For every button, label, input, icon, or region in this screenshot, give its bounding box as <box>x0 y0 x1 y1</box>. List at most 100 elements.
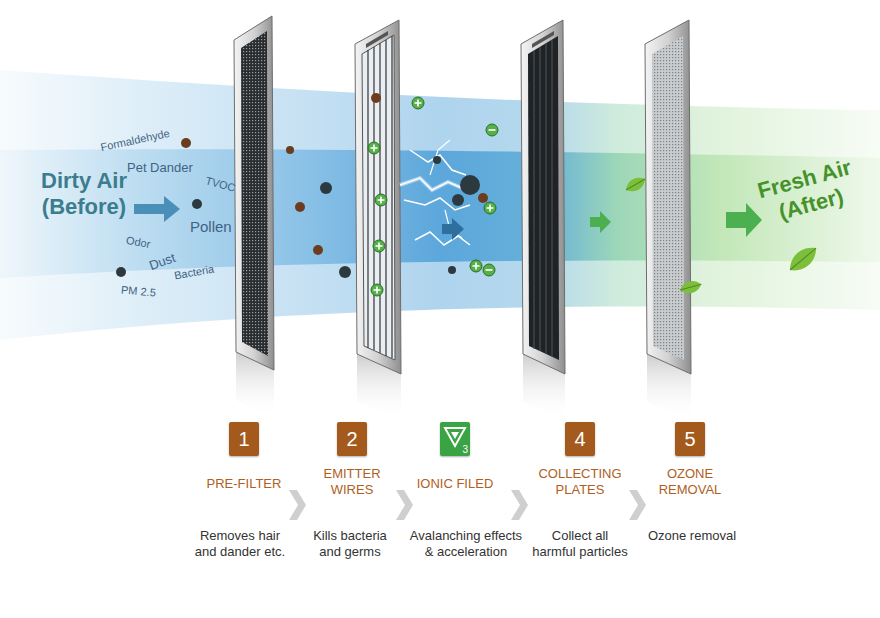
ion-sign <box>486 269 493 271</box>
pollutant-particle <box>295 202 305 212</box>
ion-sign <box>487 205 494 212</box>
pollutant-particle <box>460 175 480 195</box>
icon-triangle <box>445 428 465 446</box>
ion <box>470 260 482 272</box>
step-number: 2 <box>346 422 357 456</box>
spark <box>410 150 466 175</box>
step-chevron <box>289 490 306 520</box>
leaf <box>678 279 702 296</box>
leaf <box>623 174 648 195</box>
step-chevron <box>629 490 646 520</box>
pollutant-label: Pet Dander <box>127 160 193 176</box>
step-badge: 3 <box>440 422 470 456</box>
pollutant-particle <box>116 267 126 277</box>
collector-plates <box>528 36 559 360</box>
emitter-frame <box>355 20 401 374</box>
ion <box>483 264 495 276</box>
step-chevron <box>396 490 413 520</box>
ion <box>486 124 498 136</box>
ozone-filter-frame <box>645 20 691 374</box>
step-badge: 5 <box>675 422 705 456</box>
step-number-small: 3 <box>462 444 468 455</box>
step-badge: 1 <box>229 422 259 456</box>
ion <box>368 142 380 154</box>
pollutant-particle <box>192 199 202 209</box>
air-flow-core <box>0 149 880 278</box>
pollutant-particle <box>448 266 456 274</box>
flow-arrow <box>590 211 611 233</box>
step-title: IONIC FILED <box>400 476 510 492</box>
flow-arrow <box>726 203 762 237</box>
pollutant-particle <box>286 146 294 154</box>
emitter-wire <box>367 50 368 348</box>
pollutant-particle <box>452 194 464 206</box>
leaf-blade <box>623 174 648 195</box>
emitter-wire <box>391 36 392 358</box>
flow-arrow <box>442 218 464 240</box>
pollutant-label: Bacteria <box>173 263 215 283</box>
air-flow-band <box>0 70 880 340</box>
pollutant-label: Dust <box>147 250 177 274</box>
ion-sign <box>489 129 496 131</box>
panel-handle <box>366 31 388 48</box>
pre-filter-mesh <box>241 31 268 356</box>
ion <box>371 284 383 296</box>
ion <box>375 194 387 206</box>
pollutant-particle <box>371 93 381 103</box>
step-description: Kills bacteria and germs <box>305 528 395 559</box>
ion-sign <box>371 145 378 152</box>
step-description: Collect all harmful particles <box>530 528 630 559</box>
emitter-wire <box>373 47 374 350</box>
ion <box>373 240 385 252</box>
collector-plate-line <box>534 51 535 349</box>
step-chevron <box>511 490 528 520</box>
step-number: 1 <box>238 422 249 456</box>
step-badge: 4 <box>565 422 595 456</box>
pollutant-particle <box>320 182 332 194</box>
icon-triangle-inner <box>451 432 459 439</box>
collector-plate-line <box>546 43 547 354</box>
step-description: Avalanching effects & acceleration <box>406 528 526 559</box>
ion-sign <box>374 287 381 294</box>
spark <box>400 178 462 190</box>
air-label: Fresh Air (After) <box>751 153 865 231</box>
step-badge: 2 <box>337 422 367 456</box>
flow-arrow <box>134 196 180 222</box>
leaf-blade <box>785 242 822 276</box>
step-title: EMITTER WIRES <box>317 466 387 497</box>
step-description: Removes hair and dander etc. <box>190 528 290 559</box>
pollutant-label: Odor <box>125 234 151 251</box>
leaf-vein <box>626 179 645 190</box>
step-title: OZONE REMOVAL <box>650 466 730 497</box>
ion-sign <box>415 100 422 107</box>
step-title: PRE-FILTER <box>189 476 299 492</box>
collector-plate-line <box>540 47 541 351</box>
step-number: 4 <box>574 422 585 456</box>
pollutant-particle <box>433 156 441 164</box>
leaf-vein <box>790 248 816 270</box>
ion-sign <box>473 263 480 270</box>
ion <box>412 97 424 109</box>
step-description: Ozone removal <box>637 528 747 544</box>
leaf <box>785 242 822 276</box>
leaf-blade <box>678 279 702 296</box>
pollutant-label: TVOC <box>204 174 237 195</box>
ion-sign <box>378 197 385 204</box>
pollutant-label: Formaldehyde <box>99 127 171 155</box>
air-label: Dirty Air (Before) <box>32 168 136 221</box>
pollutant-particle <box>339 266 351 278</box>
pollutant-label: Pollen <box>190 218 232 236</box>
ion-sign <box>376 243 383 250</box>
pollutant-particle <box>478 193 488 203</box>
pre-filter-frame <box>234 16 274 370</box>
ion <box>484 202 496 214</box>
step-number: 5 <box>684 422 695 456</box>
collector-plate-line <box>552 40 553 357</box>
panel-handle <box>532 31 554 48</box>
step-title: COLLECTING PLATES <box>535 466 625 497</box>
collector-frame <box>521 20 565 374</box>
pollutant-particle <box>181 138 191 148</box>
